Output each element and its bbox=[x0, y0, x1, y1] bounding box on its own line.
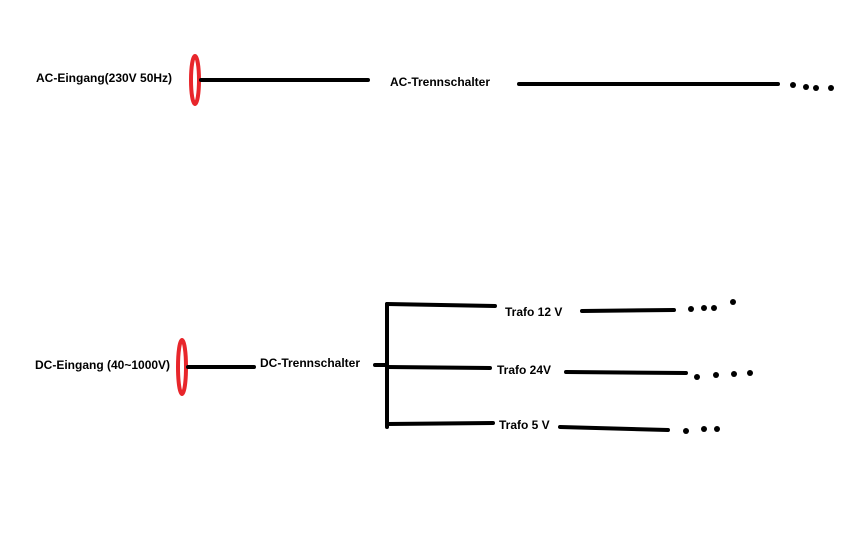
ac-input-connector bbox=[189, 54, 201, 106]
trafo-24v-label: Trafo 24V bbox=[497, 363, 551, 377]
dc-branch-trafo-12v: Trafo 12 V bbox=[385, 299, 736, 319]
trafo-12v-label: Trafo 12 V bbox=[505, 305, 562, 319]
dc-input-connector bbox=[176, 338, 188, 396]
dc-input-label: DC-Eingang (40~1000V) bbox=[35, 358, 170, 372]
branch-input-wire bbox=[385, 421, 495, 426]
ac-continuation-dots bbox=[790, 82, 834, 91]
branch-output-wire bbox=[564, 370, 688, 375]
branch-continuation-dots bbox=[683, 426, 720, 434]
trafo-5v-label: Trafo 5 V bbox=[499, 418, 550, 432]
dc-switch-label: DC-Trennschalter bbox=[260, 356, 360, 370]
dc-branch-trafo-5v: Trafo 5 V bbox=[385, 418, 720, 434]
ac-switch-label: AC-Trennschalter bbox=[390, 75, 490, 89]
branch-output-wire bbox=[558, 425, 670, 432]
branch-input-wire bbox=[385, 365, 492, 370]
branch-continuation-dots bbox=[694, 370, 753, 380]
ac-input-label: AC-Eingang(230V 50Hz) bbox=[36, 71, 172, 85]
ac-circuit: AC-Eingang(230V 50Hz) AC-Trennschalter bbox=[36, 54, 834, 106]
branch-output-wire bbox=[580, 308, 676, 313]
dc-circuit: DC-Eingang (40~1000V) DC-Trennschalter T… bbox=[35, 299, 753, 434]
dc-branch-trafo-24v: Trafo 24V bbox=[385, 363, 753, 380]
branch-continuation-dots bbox=[688, 299, 736, 312]
branch-input-wire bbox=[385, 302, 497, 308]
